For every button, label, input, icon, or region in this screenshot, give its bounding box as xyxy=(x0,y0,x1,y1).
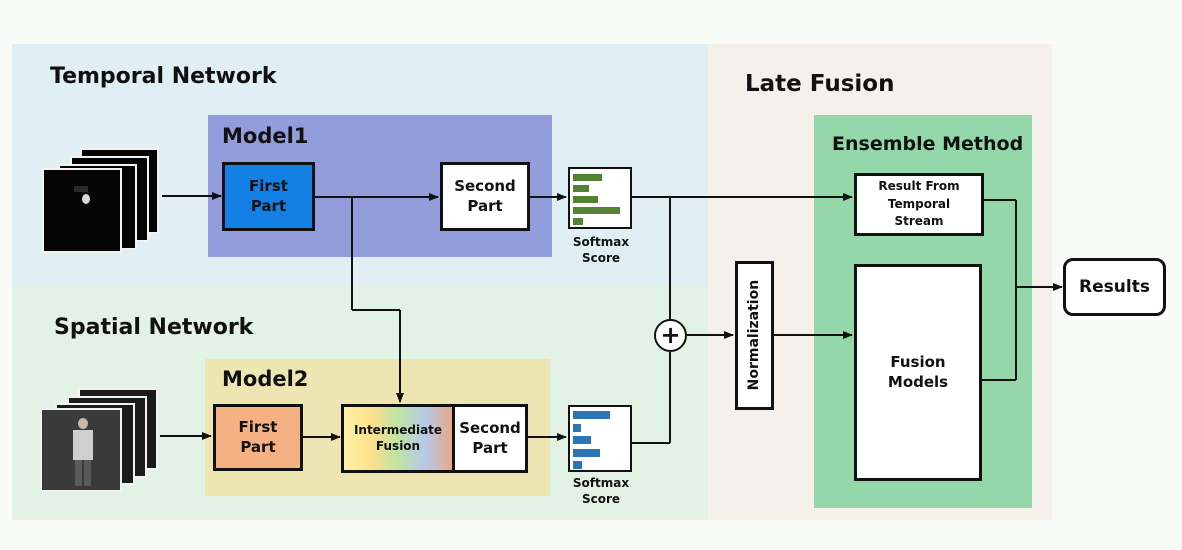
temporal-first-part: First Part xyxy=(222,162,315,231)
fusion-models-box: Fusion Models xyxy=(854,264,982,481)
late-fusion-title: Late Fusion xyxy=(745,71,895,97)
softmax-top-bar xyxy=(573,207,620,214)
temporal-second-part: Second Part xyxy=(440,162,530,231)
softmax-bottom-bar xyxy=(573,461,582,469)
result-from-temporal-stream: Result From Temporal Stream xyxy=(854,173,984,236)
softmax-bottom-bar xyxy=(573,449,600,457)
sum-node: + xyxy=(654,319,687,352)
softmax-top-bar xyxy=(573,218,583,225)
softmax-score-bottom-label: Softmax Score xyxy=(572,476,630,507)
softmax-bottom-bar xyxy=(573,436,591,444)
softmax-bottom-bar xyxy=(573,411,610,419)
softmax-top-bar xyxy=(573,174,602,181)
softmax-score-top-label: Softmax Score xyxy=(572,235,630,266)
softmax-bottom-bar xyxy=(573,424,581,432)
plus-icon: + xyxy=(660,320,681,349)
softmax-top-bar xyxy=(573,185,589,192)
spatial-network-title: Spatial Network xyxy=(54,315,254,340)
ensemble-title: Ensemble Method xyxy=(832,133,1024,155)
normalization-label: Normalization xyxy=(746,280,763,391)
model2-title: Model2 xyxy=(222,367,309,391)
results-box: Results xyxy=(1063,258,1166,316)
intermediate-fusion: Intermediate Fusion xyxy=(341,404,455,473)
model1-title: Model1 xyxy=(222,124,309,148)
softmax-score-bottom-chart xyxy=(568,405,632,472)
temporal-network-title: Temporal Network xyxy=(50,64,277,89)
normalization-box: Normalization xyxy=(735,261,774,410)
spatial-second-part: Second Part xyxy=(452,404,528,473)
spatial-first-part: First Part xyxy=(213,404,303,471)
softmax-top-bar xyxy=(573,196,598,203)
softmax-score-top-chart xyxy=(568,167,632,229)
